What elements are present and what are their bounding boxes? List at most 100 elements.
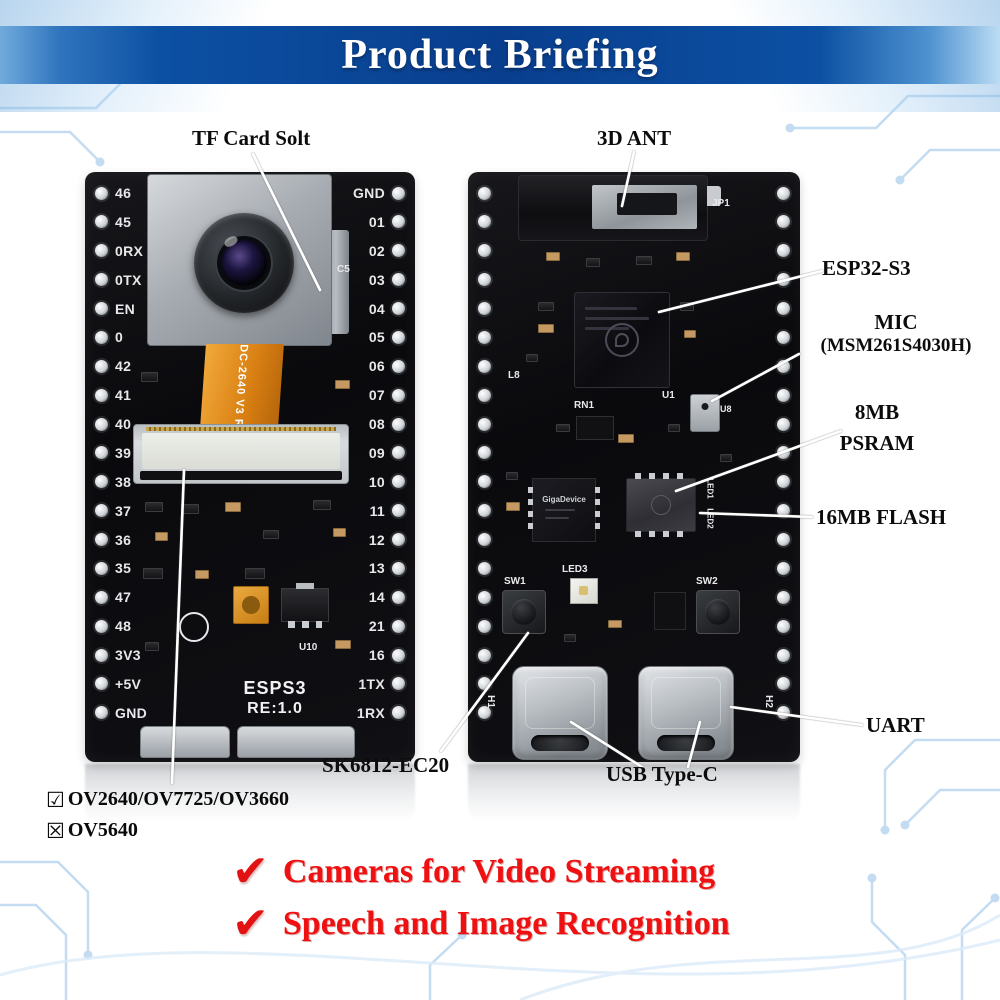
pin-row: 46: [95, 184, 131, 202]
pin-hole: [392, 533, 405, 546]
silkscreen-label: C5: [337, 264, 350, 275]
pin-row: [478, 328, 491, 346]
pin-row: [777, 588, 790, 606]
silkscreen-label: JP1: [712, 198, 730, 209]
pin-label: 40: [115, 416, 132, 432]
pin-row: [777, 386, 790, 404]
smd-component: [556, 424, 570, 432]
callout-uart: UART: [866, 713, 925, 737]
pin-label: 09: [368, 444, 385, 461]
microphone-hole: [701, 403, 709, 410]
pin-row: 08: [369, 415, 405, 433]
chip-marking: [585, 327, 629, 330]
callout-3d-ant: 3D ANT: [597, 126, 672, 150]
pin-hole: [392, 446, 405, 460]
pin-row: 42: [95, 357, 131, 375]
pin-row: GND: [95, 704, 147, 722]
pin-row: 1TX: [358, 675, 405, 693]
silkscreen-label: H1: [484, 695, 496, 708]
smd-component: [538, 302, 554, 311]
callout-psram-line1: 8MB: [854, 400, 900, 424]
pin-row: [777, 531, 790, 549]
pin-hole: [478, 533, 491, 546]
smd-component: [538, 324, 554, 333]
pin-label: 11: [369, 502, 385, 519]
pin-hole: [478, 417, 491, 431]
pin-hole: [95, 561, 108, 575]
flash-chip: GigaDevice: [528, 478, 600, 542]
smd-component: [141, 372, 158, 382]
pin-row: [777, 704, 790, 722]
pin-hole: [392, 186, 405, 200]
pin-hole: [478, 186, 491, 200]
silkscreen-label: SW1: [504, 576, 526, 587]
pin-row: [777, 559, 790, 577]
pin-label: 39: [115, 444, 132, 461]
pin-row: [777, 328, 790, 346]
voltage-regulator: [281, 583, 329, 628]
pin-row: 36: [95, 531, 131, 549]
pin-label: 3V3: [115, 647, 141, 663]
smd-component: [676, 252, 690, 261]
pin-hole: [777, 330, 790, 344]
board-revision-label: RE:1.0: [247, 700, 303, 717]
silkscreen-label: RN1: [574, 400, 595, 411]
pin-label: GND: [352, 185, 385, 201]
pin-hole: [392, 648, 405, 662]
checkbox-icon: ☒: [46, 818, 65, 843]
pin-hole: [777, 590, 790, 604]
smd-component: [506, 502, 520, 511]
pin-row: [777, 415, 790, 433]
pin-row: [478, 357, 491, 375]
pin-row: 48: [95, 617, 131, 635]
smd-component: [618, 434, 634, 443]
pin-label: 01: [368, 213, 385, 230]
pin-label: +5V: [115, 675, 142, 692]
pin-row: [777, 502, 790, 520]
pin-hole: [478, 648, 491, 662]
feature-label: Speech and Image Recognition: [282, 905, 730, 942]
smd-component: [225, 502, 241, 512]
pin-hole: [478, 273, 491, 287]
pin-row: [478, 386, 491, 404]
pin-hole: [777, 533, 790, 546]
small-ic: [654, 592, 686, 630]
smd-component: [145, 642, 159, 651]
pin-row: [777, 242, 790, 260]
pin-hole: [478, 302, 491, 315]
pin-hole: [478, 244, 491, 258]
pin-label: GND: [115, 704, 148, 721]
pin-hole: [392, 561, 405, 575]
usb-opening: [531, 735, 589, 751]
camera-support-list: ☑OV2640/OV7725/OV3660☒OV5640: [46, 784, 289, 846]
pin-hole: [777, 677, 790, 691]
silkscreen-ring: [179, 612, 209, 642]
pin-row: 0TX: [95, 271, 142, 289]
smd-component: [181, 504, 199, 514]
smd-component: [245, 568, 265, 579]
pin-hole: [478, 619, 491, 633]
pin-hole: [95, 359, 108, 373]
pin-row: 45: [95, 213, 131, 231]
camera-support-label: OV5640: [67, 819, 138, 841]
back-left-pin-column: [478, 184, 491, 722]
pin-row: [478, 588, 491, 606]
pin-hole: [478, 330, 491, 344]
pin-hole: [392, 504, 405, 518]
chip-marking: [585, 317, 649, 320]
pin-row: 37: [95, 502, 131, 520]
pin-label: 38: [115, 473, 132, 490]
smd-component: [155, 532, 168, 541]
smd-component: [506, 472, 518, 480]
pin-hole: [392, 475, 405, 489]
callout-usb-type-c: USB Type-C: [606, 762, 718, 786]
usb-connector-shell: [237, 726, 355, 758]
pin-label: 1RX: [356, 704, 385, 721]
smd-component: [720, 454, 732, 462]
flash-brand-label: GigaDevice: [542, 495, 586, 504]
checkmark-icon: ✔: [232, 846, 269, 897]
callout-tf-card-slot: TF Card Solt: [192, 126, 311, 150]
pin-row: [777, 213, 790, 231]
smd-component: [145, 502, 163, 512]
